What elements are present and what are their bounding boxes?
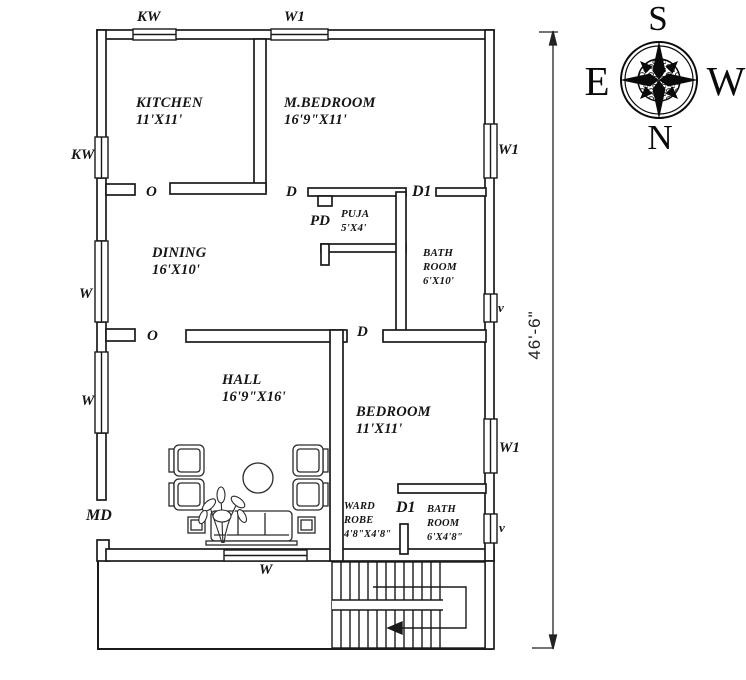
window-w-bottom — [223, 549, 308, 562]
dimension-arrow-up-icon — [548, 30, 558, 46]
window-kw-left — [94, 136, 109, 179]
bedroom-label: BEDROOM 11'X11' — [356, 404, 431, 437]
master-bedroom-label: M.BEDROOM 16'9"X11' — [284, 95, 376, 128]
coffee-table — [242, 462, 274, 494]
w-bottom-mark: W — [259, 562, 273, 578]
hall-furniture — [168, 444, 329, 546]
puja-door-mark: PD — [310, 213, 330, 229]
opening-upper-mark: O — [146, 184, 157, 200]
puja-label: PUJA 5'X4' — [341, 208, 370, 234]
vent-lower-mark: v — [499, 520, 505, 535]
compass-north-label: N — [647, 118, 673, 157]
w1-right-upper-mark: W1 — [498, 142, 519, 158]
plot-boundary — [97, 560, 493, 650]
door-d1-upper-mark: D1 — [412, 183, 432, 200]
window-w-left-lower — [94, 351, 109, 434]
side-table — [297, 516, 316, 534]
dining-label: DINING 16'X10' — [152, 245, 207, 278]
dimension-line — [532, 30, 558, 650]
door-d-lower-mark: D — [357, 324, 368, 340]
w-left-lower-mark: W — [81, 393, 95, 409]
vent-right-upper — [483, 293, 498, 323]
compass-west-label: W — [706, 58, 746, 104]
plant — [198, 486, 248, 544]
compass-south-label: S — [648, 0, 668, 38]
w1-top-mark: W1 — [284, 9, 305, 25]
compass-east-label: E — [584, 58, 610, 104]
window-w-left-upper — [94, 240, 109, 323]
main-door-mark: MD — [86, 507, 112, 524]
vent-upper-mark: v — [498, 300, 504, 315]
staircase — [331, 561, 486, 649]
w-left-upper-mark: W — [79, 286, 93, 302]
stair-arrow-icon — [386, 620, 403, 636]
armchair — [168, 478, 205, 511]
kw-top-mark: KW — [137, 9, 161, 25]
door-d-upper-mark: D — [286, 184, 297, 200]
windows — [94, 28, 498, 562]
dimension-arrow-down-icon — [548, 634, 558, 650]
bathroom-lower-label: BATH ROOM 6'X4'8" — [427, 504, 463, 543]
kitchen-label: KITCHEN 11'X11' — [136, 95, 203, 128]
door-d1-lower-mark: D1 — [396, 499, 416, 516]
window-kw-top — [132, 28, 177, 41]
w1-right-lower-mark: W1 — [499, 440, 520, 456]
stair-direction-path — [373, 586, 467, 629]
hall-label: HALL 16'9"X16' — [222, 372, 286, 405]
armchair — [168, 444, 205, 477]
armchair — [292, 444, 329, 477]
compass-rose-icon — [620, 41, 698, 119]
window-w1-right-lower — [483, 418, 498, 474]
wardrobe-label: WARD ROBE 4'8"X4'8" — [344, 501, 392, 540]
vent-right-lower — [483, 513, 498, 544]
height-dimension-label: 46'-6" — [525, 310, 544, 360]
bathroom-upper-label: BATH ROOM 6'X10' — [423, 247, 457, 287]
window-w1-right-upper — [483, 123, 498, 179]
kw-left-mark: KW — [71, 147, 95, 163]
window-w1-top — [270, 28, 329, 41]
armchair — [292, 478, 329, 511]
opening-lower-mark: O — [147, 328, 158, 344]
